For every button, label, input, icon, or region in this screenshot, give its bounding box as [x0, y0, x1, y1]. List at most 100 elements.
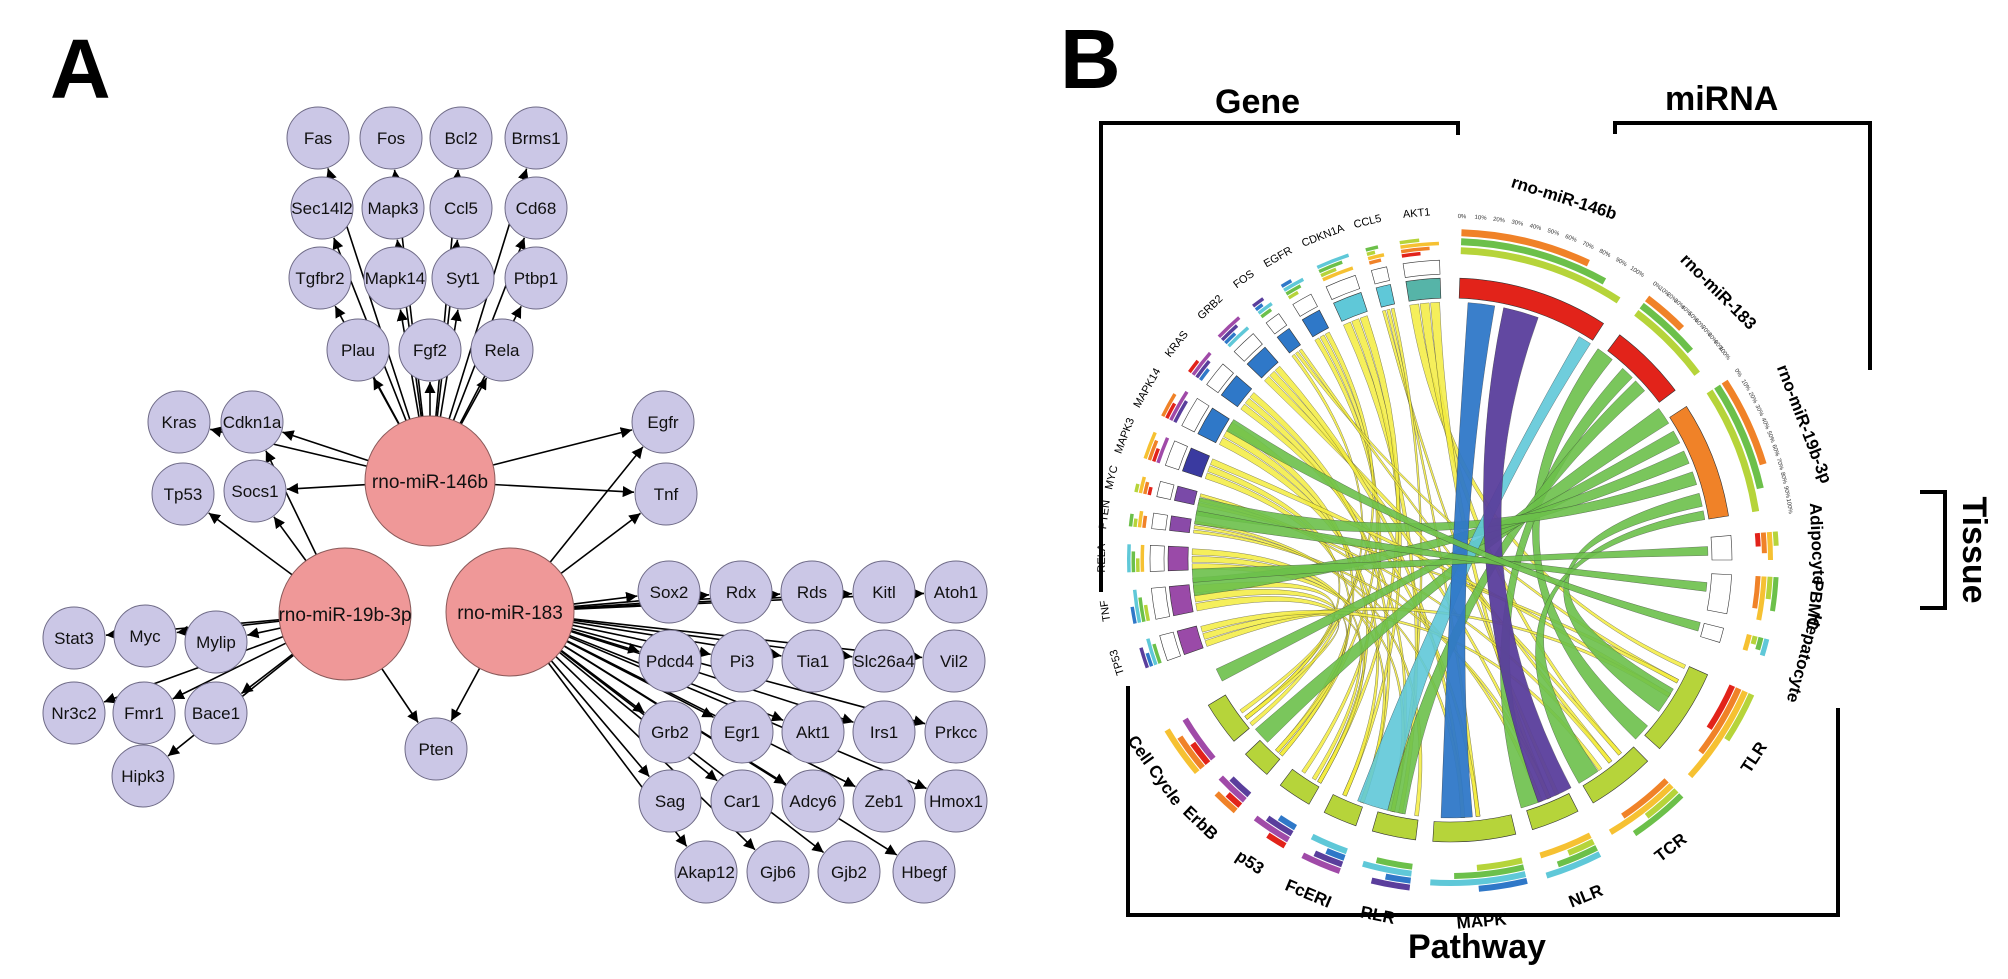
gene-node-label: Slc26a4: [853, 652, 914, 671]
percent-tick: 0%: [1651, 281, 1662, 291]
gene-node-ccl5[interactable]: Ccl5: [429, 176, 493, 240]
gene-node-label: Ptbp1: [514, 269, 558, 288]
gene-node-hmox1[interactable]: Hmox1: [924, 769, 988, 833]
gene-node-vil2[interactable]: Vil2: [922, 629, 986, 693]
gene-node-ptbp1[interactable]: Ptbp1: [504, 246, 568, 310]
gene-stack-bar: [1401, 251, 1421, 258]
gene-node-egfr[interactable]: Egfr: [631, 390, 695, 454]
percent-tick: 70%: [1775, 458, 1784, 472]
gene-node-label: Zeb1: [865, 792, 904, 811]
gene-node-mapk3[interactable]: Mapk3: [361, 176, 425, 240]
gene-node-circle: [112, 681, 176, 745]
gene-node-atoh1[interactable]: Atoh1: [924, 560, 988, 624]
gene-segment-ring: [1276, 328, 1301, 354]
gene-node-irs1[interactable]: Irs1: [852, 700, 916, 764]
gene-node-car1[interactable]: Car1: [710, 769, 774, 833]
tissue-segment-ring: [1700, 623, 1724, 643]
gene-node-label: Sag: [655, 792, 685, 811]
ribbon-gene-pathway: [1191, 548, 1362, 781]
gene-node-adcy6[interactable]: Adcy6: [781, 769, 845, 833]
gene-node-pten[interactable]: Pten: [404, 717, 468, 781]
tissue-stack-bar: [1770, 576, 1779, 612]
gene-stack-bar: [1252, 297, 1265, 308]
gene-node-circle: [363, 246, 427, 310]
gene-node-gjb2[interactable]: Gjb2: [817, 840, 881, 904]
gene-node-hipk3[interactable]: Hipk3: [111, 744, 175, 808]
gene-node-fmr1[interactable]: Fmr1: [112, 681, 176, 745]
gene-node-pi3[interactable]: Pi3: [710, 629, 774, 693]
gene-node-mapk14[interactable]: Mapk14: [363, 246, 427, 310]
gene-node-nr3c2[interactable]: Nr3c2: [42, 681, 106, 745]
pathway-stack-bar: [1325, 848, 1346, 861]
tissue-stack-bar: [1756, 576, 1767, 621]
gene-node-egr1[interactable]: Egr1: [710, 700, 774, 764]
pathway-stack-bar: [1253, 815, 1290, 843]
gene-stack-bar: [1198, 368, 1210, 382]
gene-node-rela[interactable]: Rela: [470, 318, 534, 382]
gene-node-kitl[interactable]: Kitl: [852, 560, 916, 624]
gene-node-circle: [504, 176, 568, 240]
gene-node-circle: [361, 176, 425, 240]
gene-node-label: Hbegf: [901, 863, 947, 882]
gene-node-sox2[interactable]: Sox2: [637, 560, 701, 624]
gene-node-slc26a4[interactable]: Slc26a4: [852, 629, 916, 693]
gene-node-label: Hipk3: [121, 767, 164, 786]
gene-node-stat3[interactable]: Stat3: [42, 606, 106, 670]
gene-node-tgfbr2[interactable]: Tgfbr2: [288, 246, 352, 310]
pathway-stack-bar: [1218, 775, 1247, 803]
gene-node-tia1[interactable]: Tia1: [781, 629, 845, 693]
gene-node-akt1[interactable]: Akt1: [781, 700, 845, 764]
gene-node-kras[interactable]: Kras: [147, 390, 211, 454]
gene-node-sag[interactable]: Sag: [638, 769, 702, 833]
gene-node-cdkn1a[interactable]: Cdkn1a: [220, 390, 284, 454]
gene-node-circle: [504, 106, 568, 170]
mirna-stack-bar: [1706, 389, 1760, 513]
gene-node-plau[interactable]: Plau: [326, 318, 390, 382]
gene-node-label: Ccl5: [444, 199, 478, 218]
pathway-stack-bar: [1632, 793, 1684, 837]
gene-stack-bar: [1135, 558, 1140, 573]
gene-stack-bar: [1128, 513, 1134, 527]
pathway-stack-bar: [1476, 857, 1523, 871]
gene-node-sec14l2[interactable]: Sec14l2: [290, 176, 354, 240]
gene-node-akap12[interactable]: Akap12: [674, 840, 738, 904]
percent-tick: 30%: [1511, 220, 1525, 228]
gene-node-bcl2[interactable]: Bcl2: [429, 106, 493, 170]
mirna-segment-label: rno-miR-183: [1677, 250, 1761, 334]
gene-node-tp53[interactable]: Tp53: [151, 462, 215, 526]
hub-node-h183[interactable]: rno-miR-183: [445, 547, 575, 677]
gene-node-zeb1[interactable]: Zeb1: [852, 769, 916, 833]
gene-node-circle: [286, 106, 350, 170]
gene-node-myc[interactable]: Myc: [113, 604, 177, 668]
gene-node-circle: [113, 604, 177, 668]
gene-node-label: Fos: [377, 129, 405, 148]
gene-node-syt1[interactable]: Syt1: [431, 246, 495, 310]
gene-node-circle: [634, 462, 698, 526]
gene-node-mylip[interactable]: Mylip: [184, 610, 248, 674]
gene-stack-bar: [1400, 246, 1430, 254]
gene-node-fgf2[interactable]: Fgf2: [398, 318, 462, 382]
edge-h183-grb2: [559, 648, 645, 714]
gene-stack-bar: [1195, 360, 1211, 379]
gene-node-pdcd4[interactable]: Pdcd4: [638, 629, 702, 693]
gene-node-rdx[interactable]: Rdx: [709, 560, 773, 624]
gene-node-cd68[interactable]: Cd68: [504, 176, 568, 240]
gene-segment-label: MYC: [1103, 464, 1120, 491]
gene-node-hbegf[interactable]: Hbegf: [892, 840, 956, 904]
gene-node-prkcc[interactable]: Prkcc: [924, 700, 988, 764]
hub-node-h146[interactable]: rno-miR-146b: [364, 415, 496, 547]
ribbon-gene-pathway: [1194, 589, 1348, 753]
pathway-segment-ring: [1432, 814, 1517, 843]
gene-node-brms1[interactable]: Brms1: [504, 106, 568, 170]
gene-node-socs1[interactable]: Socs1: [223, 459, 287, 523]
gene-node-fas[interactable]: Fas: [286, 106, 350, 170]
gene-node-tnf[interactable]: Tnf: [634, 462, 698, 526]
gene-node-fos[interactable]: Fos: [359, 106, 423, 170]
gene-node-bace1[interactable]: Bace1: [184, 681, 248, 745]
gene-node-rds[interactable]: Rds: [780, 560, 844, 624]
hub-node-h19[interactable]: rno-miR-19b-3p: [278, 547, 412, 681]
gene-node-gjb6[interactable]: Gjb6: [746, 840, 810, 904]
tissue-segment-ring: [1706, 573, 1732, 615]
gene-node-grb2[interactable]: Grb2: [638, 700, 702, 764]
gene-node-label: Myc: [129, 627, 161, 646]
